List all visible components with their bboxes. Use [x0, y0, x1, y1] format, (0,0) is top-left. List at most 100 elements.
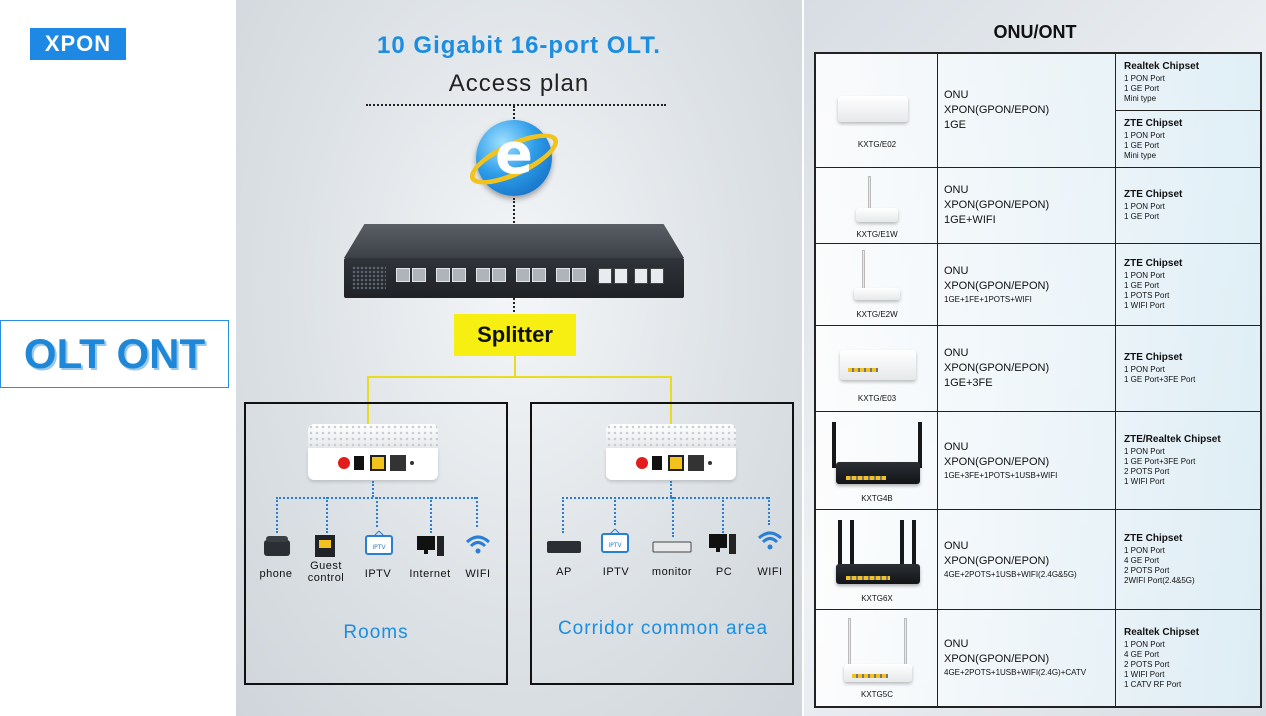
- spec-line: 4 GE Port: [1124, 649, 1160, 659]
- internet-globe-icon: e: [463, 120, 565, 196]
- device-label: WIFI: [757, 566, 783, 578]
- chipset-label: Realtek Chipset: [1124, 60, 1200, 72]
- svg-text:IPTV: IPTV: [372, 544, 386, 551]
- rooms-box: IPTV phone Guest control IPTV Internet W…: [244, 402, 508, 685]
- product-description: ONU XPON(GPON/EPON) 1GE+1FE+1POTS+WIFI: [938, 244, 1116, 325]
- access-control-icon: [315, 535, 335, 557]
- desc-line: XPON(GPON/EPON): [944, 199, 1050, 211]
- table-row: KXTG/E1W ONU XPON(GPON/EPON) 1GE+WIFI ZT…: [816, 168, 1260, 244]
- product-spec: ZTE Chipset 1 PON Port 4 GE Port 2 POTS …: [1116, 510, 1260, 609]
- onu-device-icon: [836, 564, 920, 584]
- product-spec: ZTE/Realtek Chipset 1 PON Port 1 GE Port…: [1116, 412, 1260, 509]
- device-label: AP: [556, 566, 572, 578]
- desc-line: ONU: [944, 347, 969, 359]
- product-image: KXTG5C: [816, 610, 938, 706]
- onu-device-icon: [854, 288, 900, 300]
- device-label: Internet: [409, 568, 451, 580]
- diagram-title: 10 Gigabit 16-port OLT.: [377, 32, 661, 59]
- xpon-tag: XPON: [30, 28, 126, 60]
- spec-line: 1 GE Port: [1124, 83, 1160, 93]
- desc-line: 4GE+2POTS+1USB+WIFI(2.4G&5G): [944, 569, 1077, 579]
- product-image: KXTG6X: [816, 510, 938, 609]
- device-label: PC: [715, 566, 733, 578]
- spec-line: 1 GE Port+3FE Port: [1124, 457, 1196, 466]
- wifi-icon: [757, 531, 783, 550]
- product-description: ONU XPON(GPON/EPON) 1GE: [938, 54, 1116, 167]
- spec-line: 1 PON Port: [1124, 73, 1165, 83]
- spec-line: 1 WIFI Port: [1124, 669, 1165, 679]
- corridor-box: IPTV AP IPTV monitor PC WIFI Corridor co…: [530, 402, 794, 685]
- iptv-icon: IPTV: [365, 530, 393, 555]
- desc-line: XPON(GPON/EPON): [944, 455, 1050, 468]
- spec-line: 1 PON Port: [1124, 131, 1165, 140]
- desc-line: XPON(GPON/EPON): [944, 279, 1050, 292]
- table-row: KXTG5C ONU XPON(GPON/EPON) 4GE+2POTS+1US…: [816, 610, 1260, 706]
- desc-line: XPON(GPON/EPON): [944, 362, 1050, 374]
- spec-line: 1 WIFI Port: [1124, 301, 1165, 310]
- connector-line: [513, 198, 515, 226]
- table-row: KXTG/E03 ONU XPON(GPON/EPON) 1GE+3FE ZTE…: [816, 326, 1260, 412]
- ethernet-line: [562, 497, 564, 533]
- onu-table: KXTG/E02 ONU XPON(GPON/EPON) 1GE Realtek…: [814, 52, 1262, 708]
- desc-line: ONU: [944, 440, 969, 453]
- onu-device-icon: [856, 208, 898, 222]
- ethernet-line: [326, 497, 328, 533]
- product-image: KXTG/E02: [816, 54, 938, 167]
- connector-line: [513, 298, 515, 316]
- olt-ont-tag: OLT ONT: [0, 320, 229, 388]
- spec-line: 1 CATV RF Port: [1124, 679, 1182, 689]
- desc-line: ONU: [944, 264, 969, 277]
- device-label: Guest control: [307, 560, 345, 584]
- ethernet-line: [376, 497, 378, 527]
- desktop-pc-icon: [709, 534, 736, 554]
- chipset-label: Realtek Chipset: [1124, 626, 1200, 638]
- onu-device-icon: [606, 424, 736, 480]
- desc-line: XPON(GPON/EPON): [944, 653, 1050, 665]
- product-description: ONU XPON(GPON/EPON) 1GE+3FE: [938, 326, 1116, 411]
- spec-divider: [1116, 110, 1260, 111]
- product-description: ONU XPON(GPON/EPON) 4GE+2POTS+1USB+WIFI(…: [938, 610, 1116, 706]
- model-label: KXTG4B: [861, 494, 893, 503]
- spec-line: 1 GE Port+3FE Port: [1124, 375, 1196, 384]
- chipset-label: ZTE Chipset: [1124, 258, 1183, 269]
- wifi-icon: [465, 535, 491, 554]
- product-description: ONU XPON(GPON/EPON) 1GE+WIFI: [938, 168, 1116, 243]
- spec-line: 2 POTS Port: [1124, 467, 1170, 476]
- desc-line: XPON(GPON/EPON): [944, 554, 1050, 567]
- onu-device-icon: [308, 424, 438, 480]
- spec-line: 1 PON Port: [1124, 202, 1165, 211]
- desc-line: ONU: [944, 184, 969, 196]
- onu-device-icon: [838, 96, 908, 122]
- spec-line: 1 POTS Port: [1124, 291, 1170, 300]
- product-image: KXTG/E2W: [816, 244, 938, 325]
- product-image: KXTG/E1W: [816, 168, 938, 243]
- spec-line: 1 PON Port: [1124, 639, 1165, 649]
- ethernet-line: [614, 497, 616, 525]
- fiber-line: [367, 376, 369, 424]
- table-row: KXTG/E2W ONU XPON(GPON/EPON) 1GE+1FE+1PO…: [816, 244, 1260, 326]
- spec-line: 1 PON Port: [1124, 546, 1165, 555]
- title-divider: [366, 104, 666, 106]
- ethernet-line: [430, 497, 432, 533]
- device-label: IPTV: [602, 566, 630, 578]
- spec-line: 1 GE Port: [1124, 212, 1160, 221]
- model-label: KXTG/E02: [857, 140, 897, 149]
- desc-line: 1GE+1FE+1POTS+WIFI: [944, 294, 1032, 304]
- onu-table-title: ONU/ONT: [993, 22, 1077, 42]
- model-label: KXTG6X: [861, 594, 893, 603]
- fiber-line: [670, 376, 672, 424]
- product-spec: ZTE Chipset 1 PON Port 1 GE Port+3FE Por…: [1116, 326, 1260, 411]
- device-label: IPTV: [364, 568, 392, 580]
- access-plan-diagram: 10 Gigabit 16-port OLT. Access plan e Sp…: [236, 0, 802, 716]
- corridor-label: Corridor common area: [557, 618, 769, 639]
- ethernet-line: [562, 497, 768, 499]
- desktop-pc-icon: [417, 536, 444, 556]
- device-label: phone: [259, 568, 293, 580]
- product-description: ONU XPON(GPON/EPON) 1GE+3FE+1POTS+1USB+W…: [938, 412, 1116, 509]
- spec-line: 2 POTS Port: [1124, 659, 1170, 669]
- fiber-line: [514, 356, 516, 376]
- desc-line: 4GE+2POTS+1USB+WIFI(2.4G)+CATV: [944, 668, 1087, 677]
- ethernet-line: [722, 497, 724, 533]
- product-description: ONU XPON(GPON/EPON) 4GE+2POTS+1USB+WIFI(…: [938, 510, 1116, 609]
- desc-line: 1GE: [944, 119, 967, 131]
